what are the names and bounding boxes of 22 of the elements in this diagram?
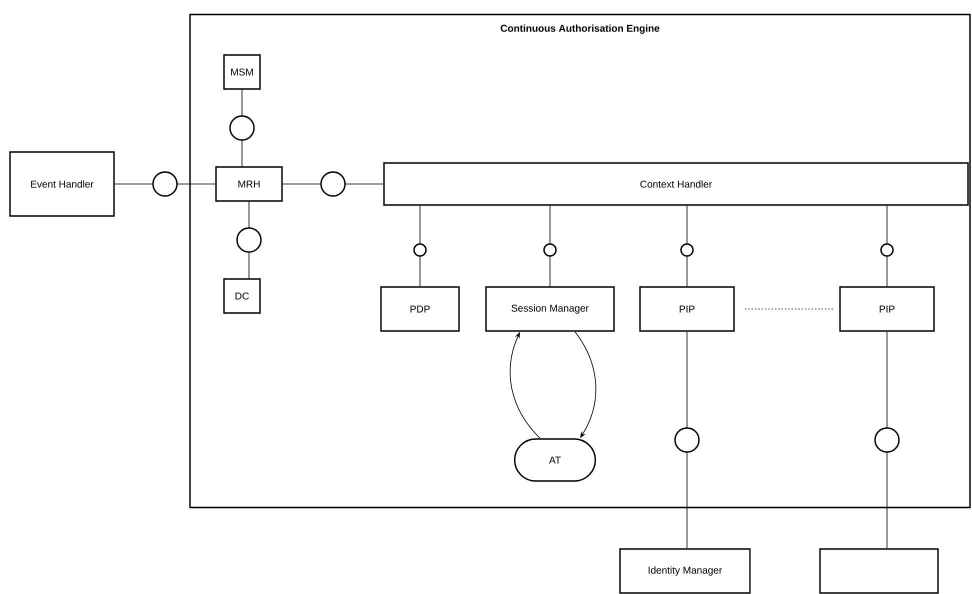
connector [114, 171, 216, 197]
connector [236, 201, 262, 279]
component-box: Event Handler [9, 151, 115, 217]
connector [680, 205, 694, 287]
connector [229, 89, 255, 167]
connector [282, 171, 384, 197]
component-box: PIP [839, 286, 935, 332]
component-box: MRH [215, 166, 283, 202]
component-box: Session Manager [485, 286, 615, 332]
component-box: PDP [380, 286, 460, 332]
component-box: MSM [223, 54, 261, 90]
connector [413, 205, 427, 287]
component-box [819, 548, 939, 594]
connector [674, 331, 700, 549]
connector [880, 205, 894, 287]
component-box: DC [223, 278, 261, 314]
component-box: PIP [639, 286, 735, 332]
component-box: Identity Manager [619, 548, 751, 594]
component-box: Context Handler [383, 162, 969, 206]
connector [874, 331, 900, 549]
connector [543, 205, 557, 287]
ellipsis-text: ……………………… [745, 308, 833, 310]
